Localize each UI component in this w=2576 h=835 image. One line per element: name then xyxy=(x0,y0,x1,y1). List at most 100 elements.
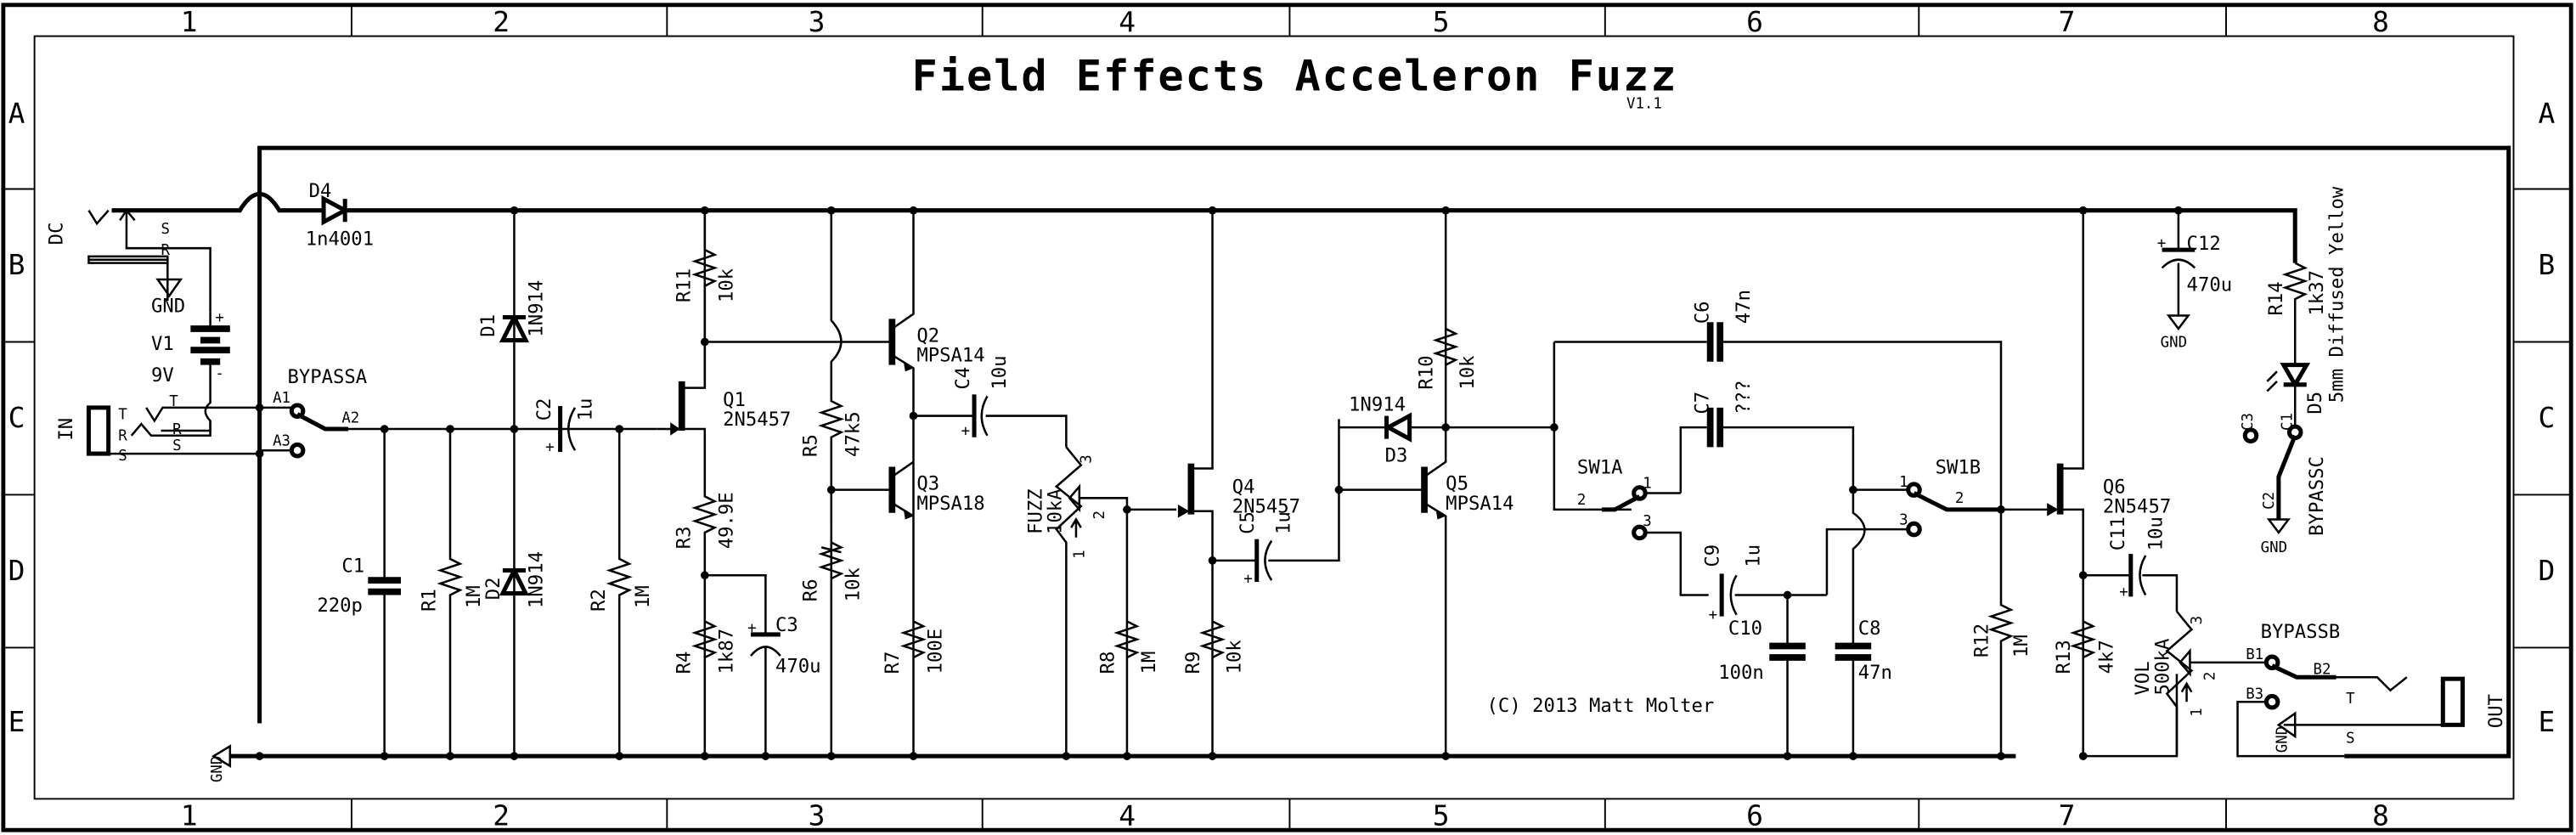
vcc-rail xyxy=(345,208,2297,263)
grid-col-4-bottom: 4 xyxy=(1119,798,1136,832)
svg-text:1u: 1u xyxy=(1272,511,1294,534)
svg-text:DC: DC xyxy=(46,223,68,245)
svg-text:R7: R7 xyxy=(882,652,904,674)
svg-text:D1: D1 xyxy=(477,314,499,337)
grid-col-4: 4 xyxy=(1119,5,1136,38)
capacitor-c7: C7 ??? xyxy=(1679,380,1855,494)
svg-text:220p: 220p xyxy=(317,595,363,617)
svg-text:BYPASSC: BYPASSC xyxy=(2306,456,2328,536)
grid-dividers xyxy=(3,4,2572,831)
svg-text:MPSA14: MPSA14 xyxy=(1446,493,1513,515)
capacitor-c10: C10 100n xyxy=(1718,595,1806,757)
transistor-q3: Q3 MPSA18 xyxy=(831,460,985,520)
svg-text:R1: R1 xyxy=(419,589,441,612)
switch-bypassa[interactable]: BYPASSA A1 A2 A3 xyxy=(259,366,368,459)
led-d5: D5 5mm Diffused Yellow xyxy=(2266,186,2348,428)
svg-text:2N5457: 2N5457 xyxy=(1232,496,1300,518)
svg-text:Q3: Q3 xyxy=(916,473,939,495)
capacitor-c1: C1 220p xyxy=(317,429,401,757)
svg-text:D4: D4 xyxy=(309,180,332,202)
input-jack: IN T R S T R S xyxy=(55,393,260,465)
svg-text:2: 2 xyxy=(1577,492,1586,509)
svg-text:+: + xyxy=(747,620,756,637)
capacitor-c6: C6 47n xyxy=(1553,290,2003,510)
switch-sw1b[interactable]: SW1B 1 2 3 xyxy=(1825,456,2001,645)
potentiometer-fuzz[interactable]: FUZZ 10kA 3 2 1 xyxy=(1024,446,1176,757)
svg-text:1: 1 xyxy=(2189,708,2206,716)
svg-text:+: + xyxy=(2157,235,2166,252)
resistor-r5-r6-network xyxy=(818,210,845,757)
grid-row-b-right: B xyxy=(2539,248,2556,281)
svg-text:R14: R14 xyxy=(2265,281,2287,315)
svg-text:MPSA14: MPSA14 xyxy=(916,345,984,367)
svg-text:1: 1 xyxy=(1899,474,1908,491)
svg-text:10kA: 10kA xyxy=(1045,488,1067,534)
svg-text:GND: GND xyxy=(2274,726,2291,753)
svg-text:2: 2 xyxy=(1955,490,1964,507)
svg-text:S: S xyxy=(161,221,170,238)
capacitor-c8: C8 47n xyxy=(1835,618,1892,757)
svg-text:1M: 1M xyxy=(463,585,485,608)
svg-text:2: 2 xyxy=(1091,511,1108,519)
switch-sw1a[interactable]: SW1A 1 2 3 xyxy=(1577,456,1709,596)
svg-text:S: S xyxy=(2346,731,2354,748)
svg-text:R6: R6 xyxy=(799,578,821,601)
resistor-r11: R11 10k xyxy=(673,210,738,388)
svg-text:R: R xyxy=(161,242,171,259)
svg-text:10u: 10u xyxy=(2145,516,2167,550)
grid-col-7-bottom: 7 xyxy=(2059,798,2076,832)
svg-text:100n: 100n xyxy=(1718,662,1764,684)
output-jack: GND T S OUT xyxy=(2274,675,2507,753)
grid-labels: 1 2 3 4 5 6 7 8 1 2 3 4 5 6 7 8 A B C D … xyxy=(8,5,2556,832)
svg-text:VOL: VOL xyxy=(2132,661,2154,695)
svg-text:1k87: 1k87 xyxy=(716,629,738,674)
junction-dots xyxy=(255,206,2183,760)
svg-text:2N5457: 2N5457 xyxy=(2103,496,2171,518)
copyright-label: (C) 2013 Matt Molter xyxy=(1487,695,1715,717)
svg-text:R: R xyxy=(172,421,182,438)
svg-text:C2: C2 xyxy=(2261,492,2278,510)
svg-text:R12: R12 xyxy=(1971,623,1993,657)
capacitor-c5: + C5 1u xyxy=(1212,419,1340,588)
transistor-q1: Q1 2N5457 xyxy=(657,210,791,494)
capacitor-c3: + C3 470u xyxy=(704,574,821,757)
svg-text:???: ??? xyxy=(1733,380,1755,414)
svg-text:GND: GND xyxy=(209,756,226,782)
capacitor-c9: + C9 1u xyxy=(1701,544,1827,624)
svg-text:C7: C7 xyxy=(1692,392,1714,415)
grid-row-d: D xyxy=(8,554,25,587)
capacitor-c12: + C12 470u GND xyxy=(2157,210,2232,351)
svg-text:A3: A3 xyxy=(273,432,290,449)
tone-left-wire xyxy=(1553,341,1632,511)
svg-text:C8: C8 xyxy=(1858,618,1881,640)
resistor-r6: R6 10k xyxy=(799,541,865,601)
svg-text:1: 1 xyxy=(1072,550,1089,558)
svg-text:1M: 1M xyxy=(632,585,654,608)
grid-row-b: B xyxy=(8,248,25,281)
capacitor-c11: + C11 10u xyxy=(2083,516,2179,612)
grid-col-3-bottom: 3 xyxy=(809,798,826,832)
svg-text:Q5: Q5 xyxy=(1446,473,1468,495)
potentiometer-vol[interactable]: VOL 500kA 3 2 1 xyxy=(2132,611,2266,757)
svg-text:C1: C1 xyxy=(341,555,364,577)
gnd-symbol-left: GND xyxy=(209,744,232,782)
resistor-r5: R5 47k5 xyxy=(799,411,864,457)
switch-bypassb[interactable]: BYPASSB B1 B2 B3 xyxy=(2236,621,2345,758)
switch-bypassc[interactable]: GND C3 C1 C2 BYPASSC xyxy=(2240,413,2328,556)
svg-text:R3: R3 xyxy=(673,527,695,550)
inner-frame xyxy=(33,35,2515,800)
svg-text:1n4001: 1n4001 xyxy=(306,228,374,250)
dc-jack: DC S R GND xyxy=(46,208,211,318)
svg-text:1k37: 1k37 xyxy=(2306,270,2328,316)
svg-text:+: + xyxy=(1709,607,1717,624)
svg-text:+: + xyxy=(2119,584,2128,601)
svg-text:BYPASSB: BYPASSB xyxy=(2261,621,2341,643)
svg-text:Q4: Q4 xyxy=(1232,477,1255,499)
svg-text:C1: C1 xyxy=(2279,413,2296,431)
grid-row-d-right: D xyxy=(2539,554,2556,587)
grid-row-c-right: C xyxy=(2539,401,2556,434)
svg-text:D3: D3 xyxy=(1385,445,1408,467)
svg-text:R2: R2 xyxy=(588,589,610,612)
svg-text:470u: 470u xyxy=(775,655,821,677)
svg-text:V1: V1 xyxy=(151,333,174,355)
